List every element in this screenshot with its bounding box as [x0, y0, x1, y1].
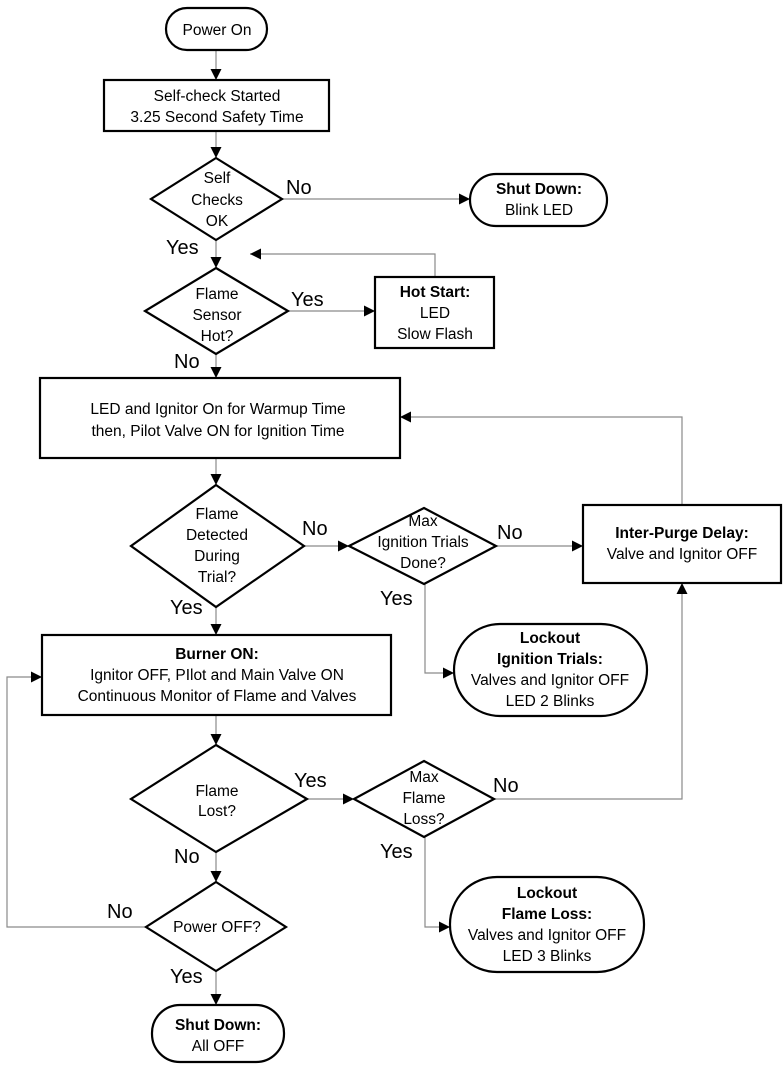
flame-sensor-line-3: Hot?	[201, 328, 234, 345]
power-off-label: Power OFF?	[173, 919, 261, 936]
flame-sensor-hot-decision	[142, 266, 291, 356]
max-ignition-yes-label: Yes	[380, 588, 413, 610]
hot-start-line-1: LED	[420, 305, 450, 322]
inter-purge-line-1: Valve and Ignitor OFF	[607, 546, 757, 563]
flame-detected-line-4: Trial?	[198, 569, 237, 586]
flame-sensor-yes-label: Yes	[291, 289, 324, 311]
self-checks-line-2: Checks	[191, 192, 243, 209]
lockout-ignition-line-1: Valves and Ignitor OFF	[471, 672, 629, 689]
burner-on-line-1: Ignitor OFF, PIlot and Main Valve ON	[90, 667, 344, 684]
node-text: Power On Self-check Started 3.25 Second …	[78, 22, 758, 1055]
max-flame-loss-no-label: No	[493, 775, 519, 797]
hot-start-line-2: Slow Flash	[397, 326, 473, 343]
self-check-line-2: 3.25 Second Safety Time	[130, 109, 303, 126]
power-on-terminator	[164, 6, 269, 52]
shutdown-blink-line-1: Blink LED	[505, 202, 573, 219]
lockout-flame-loss-title-1: Lockout	[517, 885, 577, 902]
burner-on-box	[40, 633, 393, 717]
max-ignition-line-3: Done?	[400, 555, 446, 572]
burner-on-line-2: Continuous Monitor of Flame and Valves	[78, 688, 357, 705]
flame-lost-line-1: Flame	[195, 783, 238, 800]
flame-lost-yes-label: Yes	[294, 770, 327, 792]
flame-lost-line-2: Lost?	[198, 803, 236, 820]
max-flame-loss-line-2: Flame	[402, 790, 445, 807]
max-ignition-line-2: Ignition Trials	[377, 534, 469, 551]
flame-detected-line-3: During	[194, 548, 240, 565]
max-ignition-trials-decision	[346, 506, 499, 586]
shapes	[38, 6, 783, 1064]
flame-lost-no-label: No	[174, 846, 200, 868]
shutdown-all-off-line-1: All OFF	[192, 1038, 245, 1055]
flame-sensor-line-2: Sensor	[192, 307, 241, 324]
flame-detected-line-2: Detected	[186, 527, 248, 544]
self-checks-no-label: No	[286, 177, 312, 199]
max-ignition-line-1: Max	[408, 513, 438, 530]
shutdown-all-off-title: Shut Down:	[175, 1017, 261, 1034]
max-flame-loss-line-3: Loss?	[403, 811, 445, 828]
flame-detected-yes-label: Yes	[170, 597, 203, 619]
inter-purge-delay-box	[581, 503, 783, 585]
edge-maxflameloss-no-to-interpurge	[494, 583, 688, 800]
led-ignitor-box	[38, 376, 402, 460]
self-checks-line-3: OK	[206, 213, 229, 230]
edge-labels: No Yes Yes No No No Yes Yes Yes No Yes N…	[107, 177, 523, 988]
inter-purge-title: Inter-Purge Delay:	[615, 525, 749, 542]
flame-sensor-no-label: No	[174, 351, 200, 373]
self-checks-ok-decision	[148, 156, 285, 242]
max-flame-loss-decision	[351, 759, 497, 839]
lockout-ignition-title-1: Lockout	[520, 630, 580, 647]
lockout-flame-loss-line-1: Valves and Ignitor OFF	[468, 927, 626, 944]
flame-lost-decision	[128, 743, 310, 854]
hot-start-title: Hot Start:	[400, 284, 471, 301]
max-flame-loss-line-1: Max	[409, 769, 439, 786]
max-flame-loss-yes-label: Yes	[380, 841, 413, 863]
connectors	[6, 50, 688, 1005]
shutdown-blink-terminator	[468, 172, 609, 228]
lockout-ignition-title-2: Ignition Trials:	[497, 651, 603, 668]
edge-maxflameloss-yes-to-lockout	[424, 837, 450, 933]
self-checks-yes-label: Yes	[166, 237, 199, 259]
edge-maxignition-yes-to-lockout	[424, 584, 454, 679]
lockout-flame-loss-title-2: Flame Loss:	[502, 906, 592, 923]
power-on-label: Power On	[183, 22, 252, 39]
lockout-ignition-line-2: LED 2 Blinks	[506, 693, 595, 710]
flame-sensor-line-1: Flame	[195, 286, 238, 303]
lockout-ignition-terminator	[452, 622, 649, 718]
flame-detected-line-1: Flame	[195, 506, 238, 523]
led-ignitor-line-1: LED and Ignitor On for Warmup Time	[90, 401, 345, 418]
lockout-flame-loss-line-2: LED 3 Blinks	[503, 948, 592, 965]
power-off-yes-label: Yes	[170, 966, 203, 988]
shutdown-all-off-terminator	[150, 1003, 286, 1064]
self-check-line-1: Self-check Started	[154, 88, 281, 105]
edge-hotstart-return	[250, 248, 436, 277]
led-ignitor-line-2: then, Pilot Valve ON for Ignition Time	[92, 423, 345, 440]
flame-detected-decision	[129, 483, 306, 609]
lockout-flame-loss-terminator	[448, 875, 646, 974]
power-off-no-label: No	[107, 901, 133, 923]
edge-interpurge-return-to-led	[400, 411, 683, 505]
hot-start-box	[373, 275, 496, 350]
self-check-started-box	[102, 78, 331, 133]
max-ignition-no-label: No	[497, 522, 523, 544]
flame-detected-no-label: No	[302, 518, 328, 540]
edge-poweroff-no-to-burner	[6, 671, 146, 928]
self-checks-line-1: Self	[204, 170, 231, 187]
power-off-decision	[143, 880, 289, 973]
burner-on-title: Burner ON:	[175, 646, 259, 663]
shutdown-blink-title: Shut Down:	[496, 181, 582, 198]
